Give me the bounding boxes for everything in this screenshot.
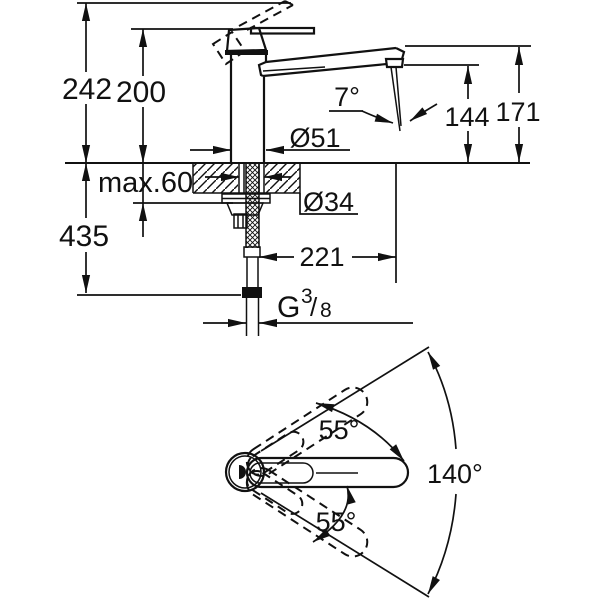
body-diameter-label: Ø51	[289, 123, 340, 153]
swivel-total-label: 140°	[427, 459, 483, 489]
dim-overall-height: 242	[62, 3, 112, 163]
below-deck-label: 435	[59, 220, 109, 253]
dim-body-height: 200	[116, 29, 166, 163]
stream-angle-label: 7°	[334, 82, 360, 112]
hole-diameter-label: Ø34	[303, 187, 354, 217]
outlet-height-label: 144	[444, 102, 489, 132]
side-view: 242 200 max.60 435 Ø51	[59, 0, 541, 336]
top-view: 55° 55° 140°	[224, 346, 483, 598]
braided-hose	[246, 163, 259, 248]
spout-ghost-lower	[245, 467, 369, 558]
connection-nut	[242, 287, 262, 298]
thread-slash: /	[310, 292, 318, 322]
base-circle	[224, 451, 266, 493]
thread-g-label: G	[277, 291, 300, 324]
dim-outlet-height: 144	[444, 66, 490, 162]
lever-handle	[249, 26, 316, 35]
spout-height-label: 171	[495, 97, 540, 127]
dim-spout-projection: 221	[259, 242, 396, 272]
dim-swivel-upper: 55°	[315, 402, 405, 462]
water-stream	[390, 66, 402, 132]
threaded-stud	[233, 213, 248, 229]
swivel-lower-label: 55°	[316, 507, 357, 537]
max-deck-label: max.60	[98, 167, 193, 199]
body-height-label: 200	[116, 76, 166, 109]
swivel-boundary-lines	[260, 346, 430, 598]
dim-thread-size: G 3 / 8	[203, 285, 413, 328]
dim-max-deck: max.60	[98, 163, 193, 237]
dim-hole-diameter: Ø34	[205, 172, 358, 217]
thread-denominator-label: 8	[320, 299, 332, 322]
swivel-upper-label: 55°	[319, 415, 360, 445]
dim-stream-angle: 7°	[329, 82, 438, 124]
overall-height-label: 242	[62, 73, 112, 106]
dim-swivel-lower: 55°	[312, 485, 357, 543]
dim-swivel-total: 140°	[427, 351, 483, 595]
handle-mark	[239, 465, 246, 479]
hose-fitting	[243, 246, 261, 258]
extension-lines	[77, 2, 531, 296]
dim-below-deck: 435	[59, 163, 109, 293]
faucet-side-profile	[225, 26, 406, 163]
dim-spout-height: 171	[495, 47, 541, 162]
spout-projection-label: 221	[299, 242, 344, 272]
thread-numerator-label: 3	[301, 285, 313, 308]
dim-body-diameter: Ø51	[190, 123, 350, 155]
under-counter-assembly	[221, 163, 271, 336]
